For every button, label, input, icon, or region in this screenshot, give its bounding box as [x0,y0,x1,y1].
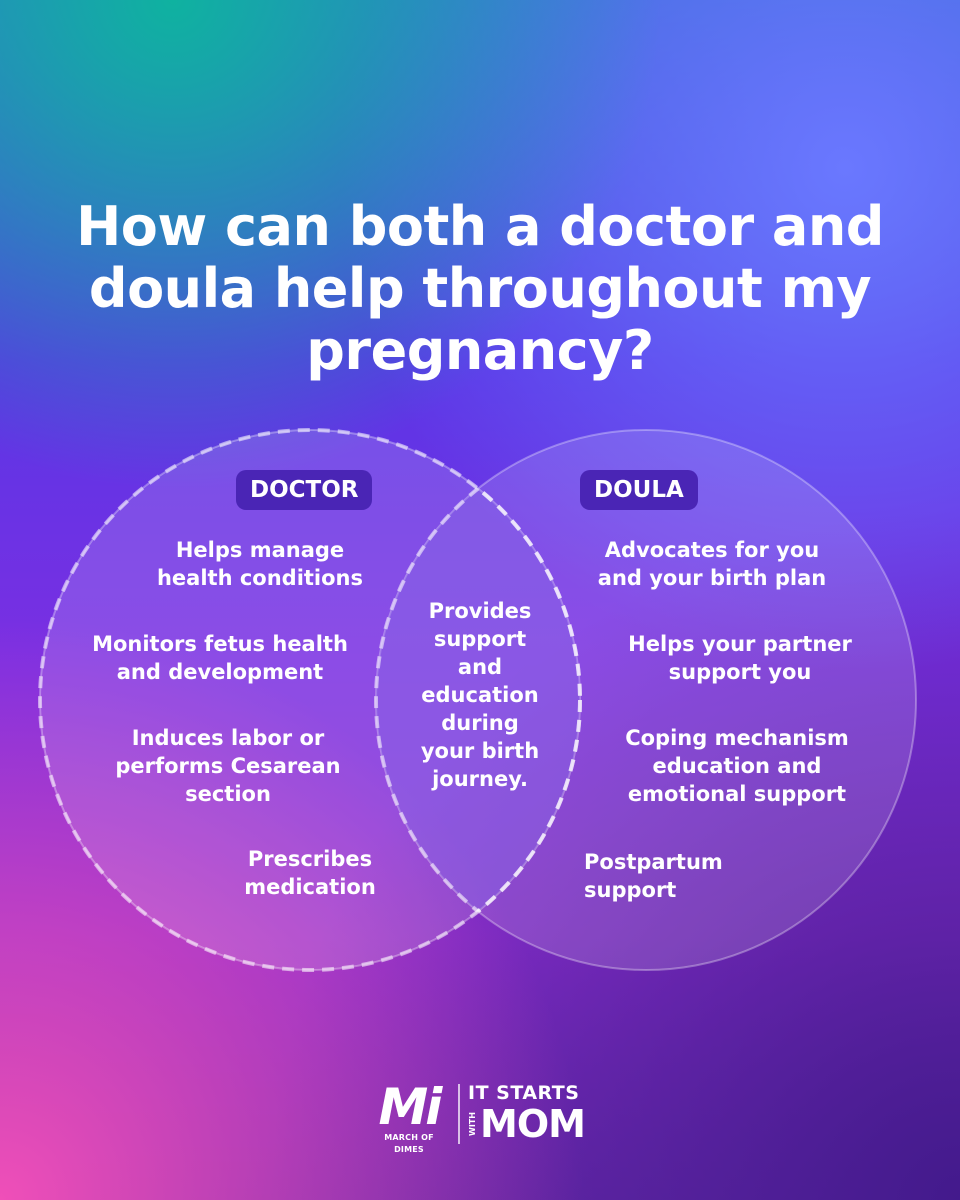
doctor-item: Induces labor or performs Cesarean secti… [115,726,341,806]
page-title: How can both a doctor and doula help thr… [76,195,884,382]
tagline-with: WITH [468,1112,477,1136]
it-starts-with-mom-logo: IT STARTS WITH MOM [468,1082,586,1146]
doula-item: Postpartum support [584,850,723,902]
logo-org-name: MARCH OF DIMES [384,1133,434,1154]
overlap-region [374,430,580,970]
doula-item: Advocates for you and your birth plan [597,538,827,590]
doula-item: Helps your partner support you [628,632,852,684]
logo-divider [458,1084,460,1144]
overlap-text: Provides support and education during yo… [420,599,540,791]
doctor-label: DOCTOR [236,470,373,510]
march-of-dimes-logo: Mi MARCH OF DIMES [368,1082,450,1156]
doula-label: DOULA [580,470,698,510]
tagline-bottom: MOM [480,1102,586,1146]
tagline-top: IT STARTS [468,1082,580,1104]
logo-mark: Mi [378,1078,443,1136]
doctor-item: Helps manage health conditions [156,538,364,590]
doctor-item: Monitors fetus health and development [92,632,348,684]
doctor-item: Prescribes medication [244,847,376,899]
doula-item: Coping mechanism education and emotional… [625,726,849,806]
